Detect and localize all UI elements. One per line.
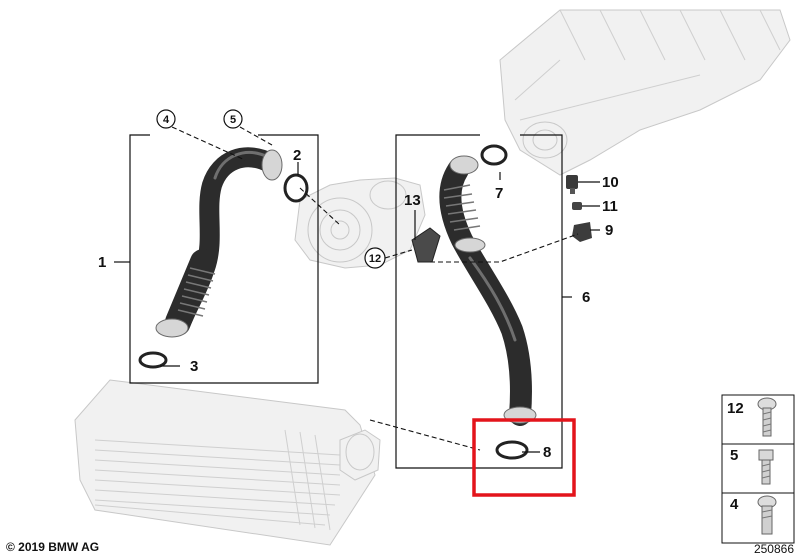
o-ring-7 <box>480 144 508 166</box>
o-ring-8 <box>495 440 529 460</box>
svg-text:5: 5 <box>230 114 236 126</box>
copyright-text: © 2019 BMW AG <box>6 540 100 554</box>
svg-text:12: 12 <box>727 400 744 417</box>
turbo-link-dash <box>299 187 341 226</box>
highlight-box-part-8 <box>472 418 576 497</box>
callout-10: 10 <box>602 174 619 191</box>
stud-bolt-icon <box>757 495 777 535</box>
legend-item-12: 12 <box>727 397 777 437</box>
callout-3: 3 <box>190 358 198 375</box>
charge-air-hose-left <box>138 147 309 369</box>
svg-text:4: 4 <box>730 496 739 513</box>
intercooler-link-dash <box>369 419 481 451</box>
svg-text:12: 12 <box>369 253 381 265</box>
callout-4-circle: 4 <box>156 109 176 129</box>
callout-6: 6 <box>582 289 590 306</box>
seal-11 <box>572 202 582 210</box>
clamp-mid-right <box>454 237 486 253</box>
clamp-lower-left <box>155 318 189 338</box>
clamp-upper-left <box>261 149 283 181</box>
callout-13: 13 <box>404 192 421 209</box>
bolt-icon <box>758 449 774 485</box>
screw-icon <box>757 397 777 437</box>
turbocharger-ghost <box>294 177 426 269</box>
svg-text:4: 4 <box>163 114 170 126</box>
sensor-9 <box>572 222 592 242</box>
pressure-sensor-10 <box>566 175 578 194</box>
o-ring-2 <box>283 173 309 203</box>
bellows-left <box>165 249 216 335</box>
callout-7: 7 <box>495 185 503 202</box>
bracket-13 <box>411 227 441 263</box>
intercooler-ghost <box>74 379 381 546</box>
clamp-upper-right <box>449 155 479 175</box>
callout-5-circle: 5 <box>223 109 243 129</box>
o-ring-3 <box>138 351 168 369</box>
assembly-frame-left <box>129 134 319 384</box>
callout-9: 9 <box>605 222 613 239</box>
fastener-legend: 12 5 4 <box>721 394 795 544</box>
callout-2: 2 <box>293 147 301 164</box>
legend-item-4: 4 <box>730 495 777 535</box>
legend-item-5: 5 <box>730 447 774 485</box>
assembly-frame-right <box>395 134 563 469</box>
leader-4-dash <box>171 126 246 161</box>
callout-11: 11 <box>602 198 618 215</box>
callout-8: 8 <box>543 444 551 461</box>
svg-text:5: 5 <box>730 447 738 464</box>
bracket-link-dash <box>384 249 413 259</box>
intake-manifold-ghost <box>499 9 791 176</box>
diagram-number: 250866 <box>753 542 794 556</box>
leader-5-dash <box>239 126 273 146</box>
charge-air-hose-right <box>439 144 537 460</box>
callout-12-circle: 12 <box>364 247 386 269</box>
callout-1: 1 <box>98 254 106 271</box>
